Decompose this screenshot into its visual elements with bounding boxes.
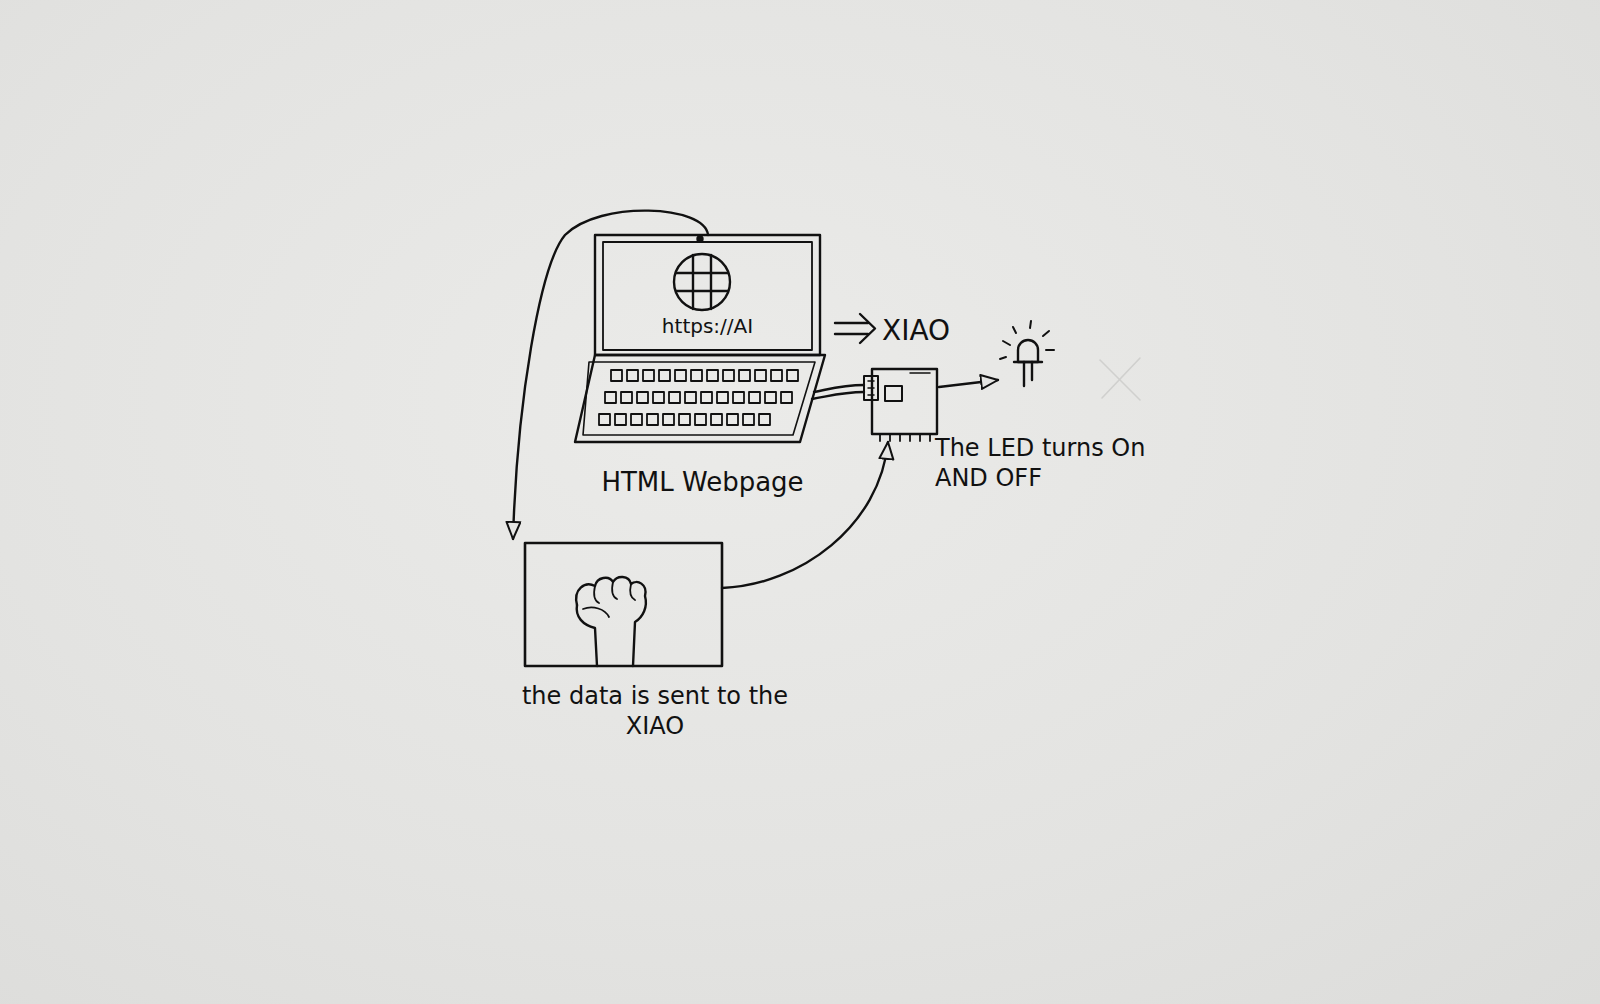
led-node: The LED turns On AND OFF xyxy=(935,325,1195,525)
camera-frame xyxy=(525,543,722,666)
node-heading: HTML Webpage xyxy=(555,466,850,499)
xiao-board xyxy=(864,369,937,441)
camera-node: the data is sent to the XIAO xyxy=(495,538,825,788)
node-outline xyxy=(575,235,830,442)
screen-url: https://AI xyxy=(603,314,812,339)
board-label: XIAO xyxy=(882,313,978,348)
node-outline xyxy=(525,543,722,666)
laptop-drawing xyxy=(575,235,825,442)
cable-line xyxy=(812,385,864,399)
double-arrow xyxy=(835,314,875,343)
led-icon xyxy=(1000,321,1054,386)
faint-mark xyxy=(1100,358,1140,400)
camera-caption: the data is sent to the XIAO xyxy=(495,681,815,741)
node-outline xyxy=(872,369,937,434)
board-node: XIAO xyxy=(868,310,978,442)
node-outline xyxy=(1000,330,1060,395)
laptop-node: https://AIHTML Webpage xyxy=(575,230,830,510)
flow-arrow xyxy=(939,380,998,387)
led-caption: The LED turns On AND OFF xyxy=(935,433,1190,493)
flow-arrow xyxy=(722,442,888,588)
